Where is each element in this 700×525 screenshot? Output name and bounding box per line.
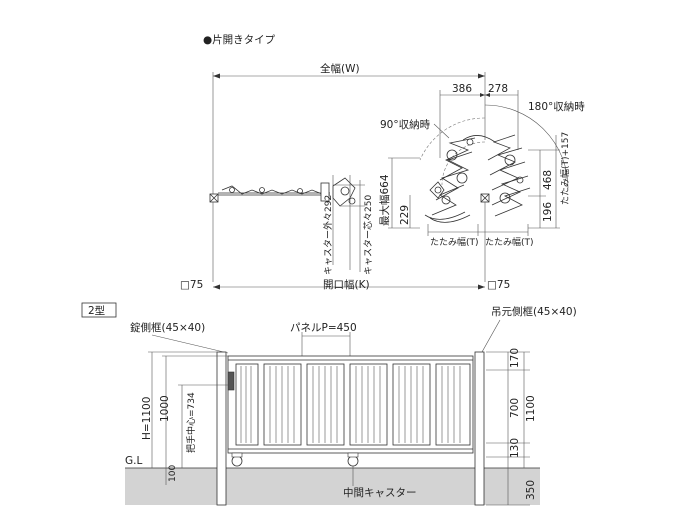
dim-170: 170 — [509, 348, 521, 368]
dim-700: 700 — [509, 398, 521, 418]
middle-caster-label: 中間キャスター — [343, 486, 417, 499]
type-label: 2型 — [88, 304, 105, 317]
panel-0 — [235, 363, 259, 446]
plan-title: ●片開きタイプ — [203, 33, 276, 46]
gl-label: G.L — [125, 455, 142, 467]
angle-90-label: 90°収納時 — [380, 118, 431, 131]
type-label-box — [81, 302, 117, 318]
dim-130: 130 — [509, 438, 521, 458]
hinge-frame-label: 吊元側框(45×40) — [491, 305, 577, 318]
folded-gate-180 — [462, 134, 531, 217]
panel-5 — [435, 363, 471, 446]
angle-180-label: 180°収納時 — [528, 100, 585, 113]
gate-handle-icon — [227, 371, 235, 391]
max-width-value: 664 — [379, 174, 391, 194]
gate-panels — [235, 363, 471, 446]
plan-view: ●片開きタイプ 全幅(W) 386 278 90°収納時 180°収納時 — [180, 33, 585, 291]
left-caster-icon — [231, 455, 243, 467]
elevation-right-post — [474, 351, 485, 506]
dim-1000: 1000 — [159, 395, 171, 422]
opening-width-label: 開口幅(K) — [323, 278, 370, 291]
overall-width-label: 全幅(W) — [320, 62, 360, 75]
handle-center-label: 把手中心=734 — [185, 392, 197, 453]
dim-1100: 1100 — [525, 395, 537, 422]
folded-width-90-label: たたみ幅(T) — [430, 236, 479, 248]
panel-3 — [349, 363, 388, 446]
folded-width-180-label: たたみ幅(T) — [485, 236, 534, 248]
elevation-view: 2型 錠側框(45×40) パネルP=450 吊元側框(45×40) — [81, 302, 577, 506]
lock-frame-label: 錠側框(45×40) — [130, 321, 205, 334]
elevation-left-post — [216, 351, 227, 506]
dim-100: 100 — [168, 465, 178, 482]
caster-center-label: キャスター芯々250 — [362, 195, 374, 275]
dim-386: 386 — [452, 83, 472, 95]
caster-outer-label: キャスター外々292 — [322, 195, 334, 275]
panel-1 — [263, 363, 302, 446]
right-post-size: □75 — [487, 279, 510, 291]
max-width-label: 最大幅664 — [378, 174, 391, 226]
caster-block — [320, 182, 330, 202]
middle-caster-icon — [347, 455, 359, 467]
dim-278: 278 — [488, 83, 508, 95]
max-width-text: 最大幅 — [378, 195, 391, 227]
dim-468: 468 — [542, 170, 554, 190]
ground — [125, 468, 540, 505]
dim-229: 229 — [399, 205, 411, 225]
left-post-size: □75 — [180, 279, 203, 291]
height-label: H=1100 — [141, 397, 153, 440]
panel-pitch-label: パネルP=450 — [290, 322, 357, 334]
panel-4 — [392, 363, 431, 446]
panel-2 — [306, 363, 345, 446]
folded-gate-90 — [424, 137, 476, 223]
folded-width-plus-label: たたみ幅(T)+157 — [559, 132, 571, 205]
dim-196: 196 — [542, 202, 554, 222]
dim-350: 350 — [525, 480, 537, 500]
